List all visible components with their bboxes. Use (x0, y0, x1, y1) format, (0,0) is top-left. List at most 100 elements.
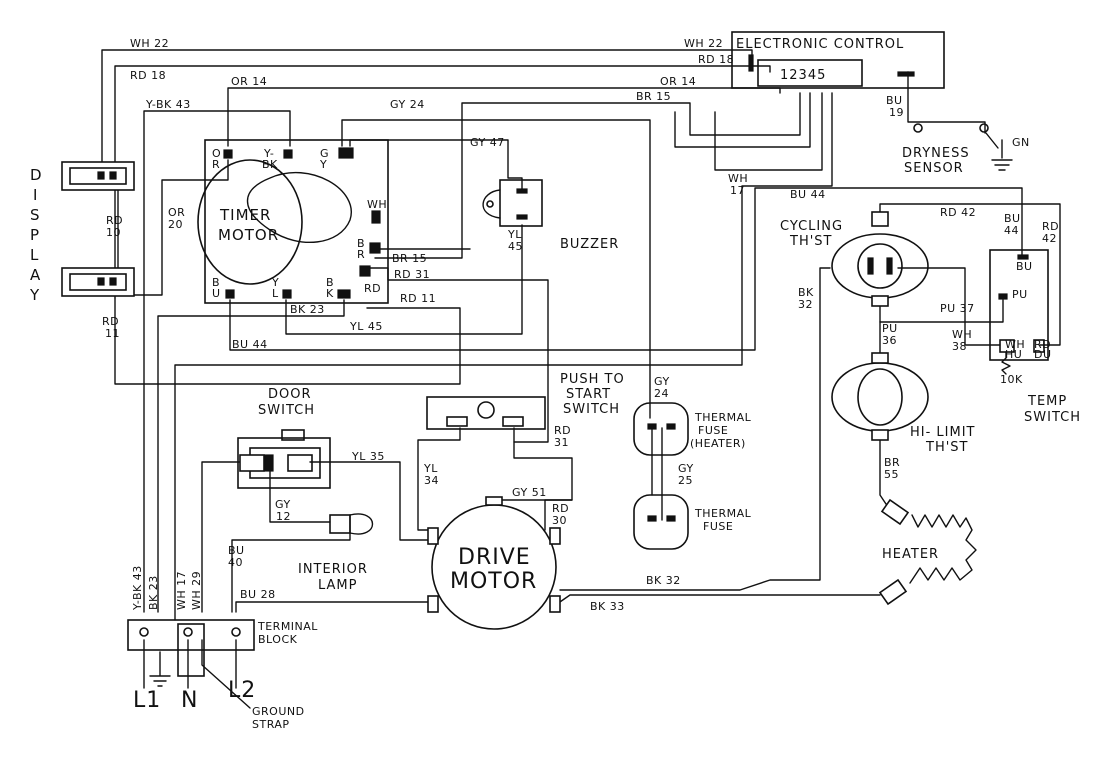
wire-ground-strap (201, 639, 251, 709)
lbl-br15-timer: BR 15 (392, 252, 427, 265)
wire-pts-motor (513, 427, 573, 531)
lbl-rd42-side-2: 42 (1042, 232, 1057, 245)
sensor-contact-left (913, 123, 923, 133)
timer-term-rd (359, 265, 371, 277)
lbl-bu40-2: 40 (228, 556, 243, 569)
lbl-or20-2: 20 (168, 218, 183, 231)
term-y2: Y (319, 158, 327, 171)
buzzer-dot (486, 200, 494, 208)
heater-term-top (880, 498, 910, 526)
terminal-block-box (127, 619, 255, 651)
wire-br15 (374, 92, 801, 259)
lbl-br15-top: BR 15 (636, 90, 671, 103)
lbl-yl45-buzzer-2: 45 (508, 240, 523, 253)
thermal-fuse-heater-l1: THERMAL (694, 411, 752, 424)
timer-motor-label: MOTOR (218, 226, 279, 244)
lbl-rd31-timer: RD 31 (394, 268, 430, 281)
temp-switch-box (989, 249, 1049, 361)
lbl-ts-pu: PU (1012, 288, 1028, 301)
lbl-yl34-1: YL (423, 462, 438, 475)
display-letter-s: S (30, 206, 41, 224)
lbl-ts-bu: BU (1016, 260, 1033, 273)
timer-term-ybk (283, 149, 293, 159)
lbl-wh22-right: WH 22 (684, 37, 723, 50)
neutral-strap (177, 623, 205, 677)
timer-label: TIMER (219, 206, 271, 224)
drive-motor-label: MOTOR (450, 569, 537, 594)
block-label: BLOCK (258, 633, 298, 646)
lbl-rd18-left: RD 18 (130, 69, 166, 82)
display-letter-y: Y (29, 286, 40, 304)
lbl-gy12-1: GY (275, 498, 291, 511)
term-bk-b: B (326, 276, 334, 289)
wire-bk33 (556, 594, 881, 605)
timer-terminal-labels: O R Y- BK G Y WH B R RD B U Y L B K (212, 147, 387, 300)
lbl-ts-wh-2: HU (1005, 348, 1022, 361)
control-pins-label: 12345 (780, 68, 826, 83)
lbl-bu28: BU 28 (240, 588, 276, 601)
hi-limit-label: HI- LIMIT (910, 425, 976, 440)
timer-term-bu (225, 289, 235, 299)
wire-bu44 (229, 187, 1023, 351)
lbl-pu36-2: 36 (882, 334, 897, 347)
lbl-wh17-2: 17 (730, 184, 745, 197)
heater-label: HEATER (882, 547, 939, 562)
wire-yl35 (309, 461, 438, 541)
lbl-gy25-1: GY (678, 462, 694, 475)
lbl-rd18-right: RD 18 (698, 53, 734, 66)
wire-wh22 (101, 49, 753, 176)
thermal-fuse-heater (633, 402, 689, 456)
lbl-ybk43-vert: Y-BK 43 (131, 565, 144, 611)
timer-motor-circle (197, 159, 303, 285)
door-switch-body (237, 437, 331, 489)
lbl-bk32-side-2: 32 (798, 298, 813, 311)
push-to-start-box (426, 396, 546, 430)
lbl-pu37: PU 37 (940, 302, 975, 315)
lbl-wh17-1: WH (728, 172, 748, 185)
control-tab-bu19 (897, 71, 915, 77)
lbl-rd11-left-2: 11 (105, 327, 120, 340)
component-labels: ELECTRONIC CONTROL 12345 TIMER MOTOR BUZ… (29, 37, 1080, 731)
wire-or20 (119, 159, 229, 296)
door-label: DOOR (268, 387, 312, 402)
term-bk1: BK (262, 158, 278, 171)
lbl-bk32-side-1: BK (798, 286, 814, 299)
timer-term-yl (282, 289, 292, 299)
display-letter-p: P (30, 226, 40, 244)
push-to-label: PUSH TO (560, 372, 625, 387)
wire-ctrl-1 (674, 92, 811, 148)
wire-or14 (227, 87, 781, 147)
cycling-thst-label: TH'ST (789, 234, 832, 249)
gn-label: GN (1012, 136, 1030, 149)
thermal-fuse-heater-l3: (HEATER) (690, 437, 746, 450)
wire-door-n (201, 461, 241, 613)
wire-wh17 (174, 92, 833, 621)
lbl-rd10-1: RD (106, 214, 123, 227)
terminal-label: TERMINAL (257, 620, 318, 633)
lbl-ybk43-top: Y-BK 43 (145, 98, 191, 111)
timer-term-or (223, 149, 233, 159)
wire-yl34 (417, 427, 461, 531)
wire-bu19 (907, 71, 986, 134)
hi-limit-disc (857, 368, 903, 426)
interior-label: INTERIOR (298, 562, 368, 577)
hi-limit-thst-label: TH'ST (925, 440, 968, 455)
electronic-control-box (731, 31, 945, 89)
lbl-br55-2: 55 (884, 468, 899, 481)
wire-cyc-ts (897, 267, 1001, 346)
term-o: O (212, 147, 221, 160)
lbl-bu40-1: BU (228, 544, 245, 557)
timer-cam (246, 172, 352, 243)
wire-rd31 (364, 267, 549, 443)
display-letter-a: A (30, 266, 41, 284)
control-pin-box (757, 59, 863, 87)
term-wh: WH (367, 198, 387, 211)
lbl-yl34-2: 34 (424, 474, 439, 487)
timer-motor-box (204, 139, 389, 304)
strap-label: STRAP (252, 718, 290, 731)
lbl-bk33: BK 33 (590, 600, 625, 613)
wire-sensor (985, 132, 999, 149)
lamp-label: LAMP (318, 578, 358, 593)
display-letter-l: L (30, 246, 39, 264)
